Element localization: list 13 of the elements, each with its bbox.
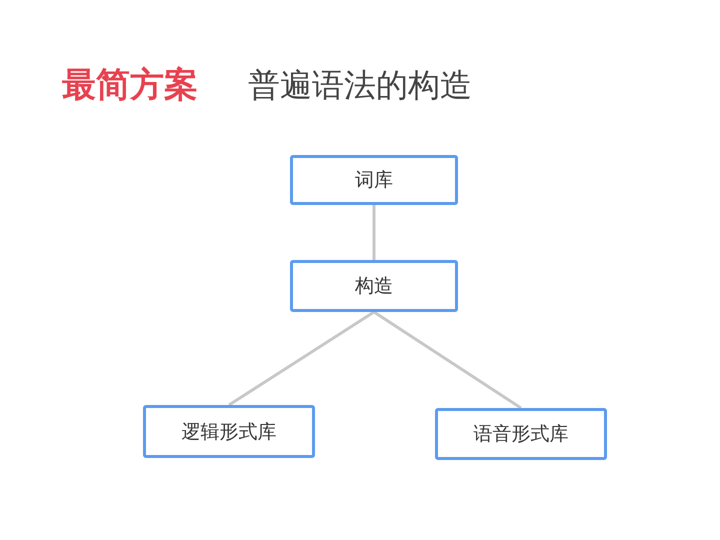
connector-line — [228, 310, 375, 406]
term-box — [143, 405, 315, 458]
subtitle: 普遍语法的构造 — [248, 65, 472, 106]
term-box — [290, 260, 458, 312]
term-box — [435, 408, 607, 460]
connector-line — [373, 310, 522, 410]
box-label: 词库 — [355, 168, 393, 193]
title: 最简方案 — [62, 64, 198, 107]
box-label: 语音形式库 — [474, 422, 568, 447]
connector-line — [372, 205, 376, 260]
box-label: 逻辑形式库 — [182, 420, 276, 444]
term-box — [290, 155, 458, 205]
box-label: 构造 — [355, 274, 393, 299]
